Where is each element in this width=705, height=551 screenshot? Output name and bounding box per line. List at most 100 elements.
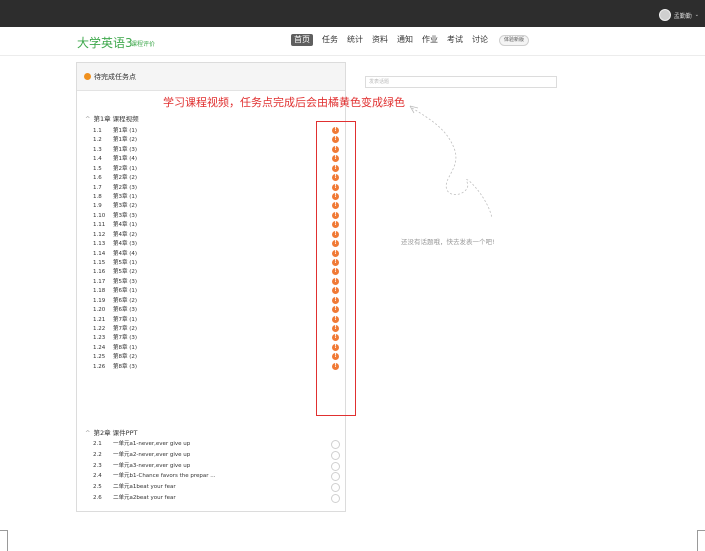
chevron-down-icon[interactable]: ⌄ <box>694 12 699 18</box>
task-item[interactable]: 1.5 第2章 (1) <box>93 164 137 173</box>
task-label: 第4章 (1) <box>113 222 138 229</box>
panel-title: 待完成任务点 <box>94 73 136 81</box>
task-label: 第6章 (3) <box>113 307 138 314</box>
pending-dot-icon <box>84 73 91 80</box>
task-number: 1.17 <box>93 278 106 285</box>
empty-status-icon <box>331 440 340 449</box>
task-number: 1.21 <box>93 316 106 323</box>
try-new-version-button[interactable]: 体验新版 <box>499 34 530 46</box>
tab-notices[interactable]: 通知 <box>397 35 413 44</box>
task-label: 二单元a1beat your fear <box>113 484 176 491</box>
pending-status-icon: ! <box>332 249 339 257</box>
course-evaluation-link[interactable]: 课程评价 <box>131 41 156 48</box>
task-item[interactable]: 1.9 第3章 (2) <box>93 201 137 210</box>
pending-status-icon: ! <box>332 211 339 219</box>
tab-stats[interactable]: 统计 <box>347 35 363 44</box>
task-number: 2.6 <box>93 495 102 501</box>
task-item[interactable]: 1.3 第1章 (3) <box>93 145 137 154</box>
chapter-title: 第2章 课件PPT <box>93 429 138 437</box>
task-number: 1.7 <box>93 184 102 191</box>
tab-materials[interactable]: 资料 <box>372 35 388 44</box>
pending-status-icon: ! <box>332 277 339 285</box>
pending-status-icon: ! <box>332 155 339 163</box>
task-label: 第2章 (1) <box>113 165 138 172</box>
task-label: 第3章 (2) <box>113 203 138 210</box>
pending-status-icon: ! <box>332 296 339 304</box>
tab-homework[interactable]: 作业 <box>422 35 438 44</box>
task-number: 1.10 <box>93 212 106 219</box>
task-number: 1.22 <box>93 326 106 333</box>
task-item[interactable]: 1.7 第2章 (3) <box>93 183 137 192</box>
task-item[interactable]: 1.10 第3章 (3) <box>93 211 137 220</box>
chevron-up-icon[interactable]: ^ <box>85 115 91 123</box>
tab-discussion[interactable]: 讨论 <box>472 35 488 44</box>
course-title[interactable]: 大学英语3 <box>77 36 133 50</box>
chapter-heading[interactable]: ^第2章 课件PPT <box>85 427 137 437</box>
task-number: 1.4 <box>93 156 102 163</box>
task-number: 2.3 <box>93 462 102 469</box>
tab-exams[interactable]: 考试 <box>447 35 463 44</box>
empty-discussion-text: 还没有话题哦，快去发表一个吧! <box>401 238 495 246</box>
task-number: 1.3 <box>93 146 102 153</box>
task-label: 第4章 (2) <box>113 231 138 238</box>
discussion-input[interactable]: 发表话题 <box>365 76 557 88</box>
task-label: 第8章 (1) <box>113 344 138 351</box>
pending-status-icon: ! <box>332 315 339 323</box>
pending-status-icon: ! <box>332 221 339 229</box>
task-label: 第2章 (2) <box>113 175 138 182</box>
user-menu[interactable]: 孟勤勤 ⌄ <box>658 9 699 21</box>
pending-status-icon: ! <box>332 306 339 314</box>
task-label: 第3章 (3) <box>113 212 138 219</box>
task-number: 1.13 <box>93 241 106 248</box>
task-label: 第2章 (3) <box>113 184 138 191</box>
empty-status-icon <box>331 494 340 503</box>
chevron-up-icon[interactable]: ^ <box>85 429 91 437</box>
tab-home[interactable]: 首页 <box>291 34 313 46</box>
pending-status-icon: ! <box>332 325 339 333</box>
task-number: 1.19 <box>93 297 106 304</box>
avatar[interactable] <box>658 9 671 21</box>
task-label: 第1章 (3) <box>113 146 138 153</box>
chapter-heading[interactable]: ^第1章 课程视频 <box>85 113 139 123</box>
task-number: 1.25 <box>93 354 106 361</box>
pending-status-icon: ! <box>332 334 339 342</box>
pending-status-icon: ! <box>332 259 339 267</box>
task-label: 第5章 (2) <box>113 269 138 276</box>
task-number: 1.5 <box>93 165 102 172</box>
task-label: 一单元a1-never,ever give up <box>113 441 191 447</box>
username[interactable]: 孟勤勤 <box>673 12 692 20</box>
tab-tasks[interactable]: 任务 <box>322 35 338 44</box>
task-label: 一单元a2-never,ever give up <box>113 451 191 458</box>
task-number: 1.9 <box>93 203 102 210</box>
task-label: 第4章 (4) <box>113 250 138 257</box>
empty-arrow-illustration-icon <box>409 105 493 219</box>
task-number: 1.1 <box>93 128 102 134</box>
